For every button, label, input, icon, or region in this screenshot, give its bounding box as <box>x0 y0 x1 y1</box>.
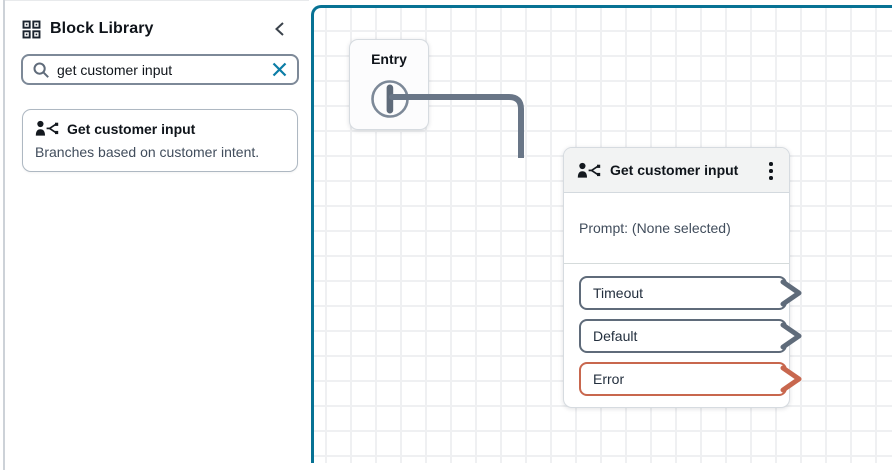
block-menu-button[interactable] <box>758 156 784 186</box>
block-header: Get customer input <box>564 148 789 193</box>
result-title: Get customer input <box>67 120 196 137</box>
search-input[interactable] <box>57 61 269 78</box>
branch-label: Default <box>593 328 638 344</box>
chevron-right-icon[interactable] <box>780 279 804 307</box>
chevron-right-icon[interactable] <box>780 322 804 350</box>
entry-node[interactable]: Entry <box>349 39 429 130</box>
kebab-menu-icon <box>769 162 773 166</box>
block-library-header: Block Library <box>22 15 299 43</box>
grid-icon <box>22 20 41 38</box>
chevron-right-icon[interactable] <box>780 365 804 393</box>
collapse-panel-button[interactable] <box>267 17 291 41</box>
person-branch-icon <box>35 120 59 136</box>
branch-row-default[interactable]: Default <box>579 319 802 353</box>
branch-row-error[interactable]: Error <box>579 362 802 396</box>
search-icon <box>33 62 49 78</box>
block-result-card[interactable]: Get customer input Branches based on cus… <box>22 109 298 172</box>
person-branch-icon <box>577 162 601 178</box>
result-description: Branches based on customer intent. <box>35 144 260 160</box>
branch-label: Error <box>593 371 625 387</box>
entry-node-title: Entry <box>371 51 407 67</box>
branch-label: Timeout <box>593 285 644 301</box>
clear-search-button[interactable] <box>269 60 289 80</box>
branch-row-timeout[interactable]: Timeout <box>579 276 802 310</box>
x-icon <box>272 62 286 77</box>
get-customer-input-node[interactable]: Get customer input Prompt: (None selecte… <box>563 147 802 408</box>
chevron-left-icon <box>274 22 284 36</box>
prompt-status: Prompt: (None selected) <box>579 220 731 236</box>
block-divider <box>564 263 789 264</box>
circle-port-icon[interactable] <box>350 40 430 131</box>
panel-title: Block Library <box>50 20 154 37</box>
flow-canvas[interactable]: Entry Get customer input <box>311 5 892 463</box>
result-title-row: Get customer input <box>35 120 285 137</box>
block-search-box <box>21 54 299 85</box>
block-library-panel: Block Library <box>5 0 309 470</box>
window-left-edge <box>3 0 5 470</box>
block-title: Get customer input <box>610 162 739 178</box>
